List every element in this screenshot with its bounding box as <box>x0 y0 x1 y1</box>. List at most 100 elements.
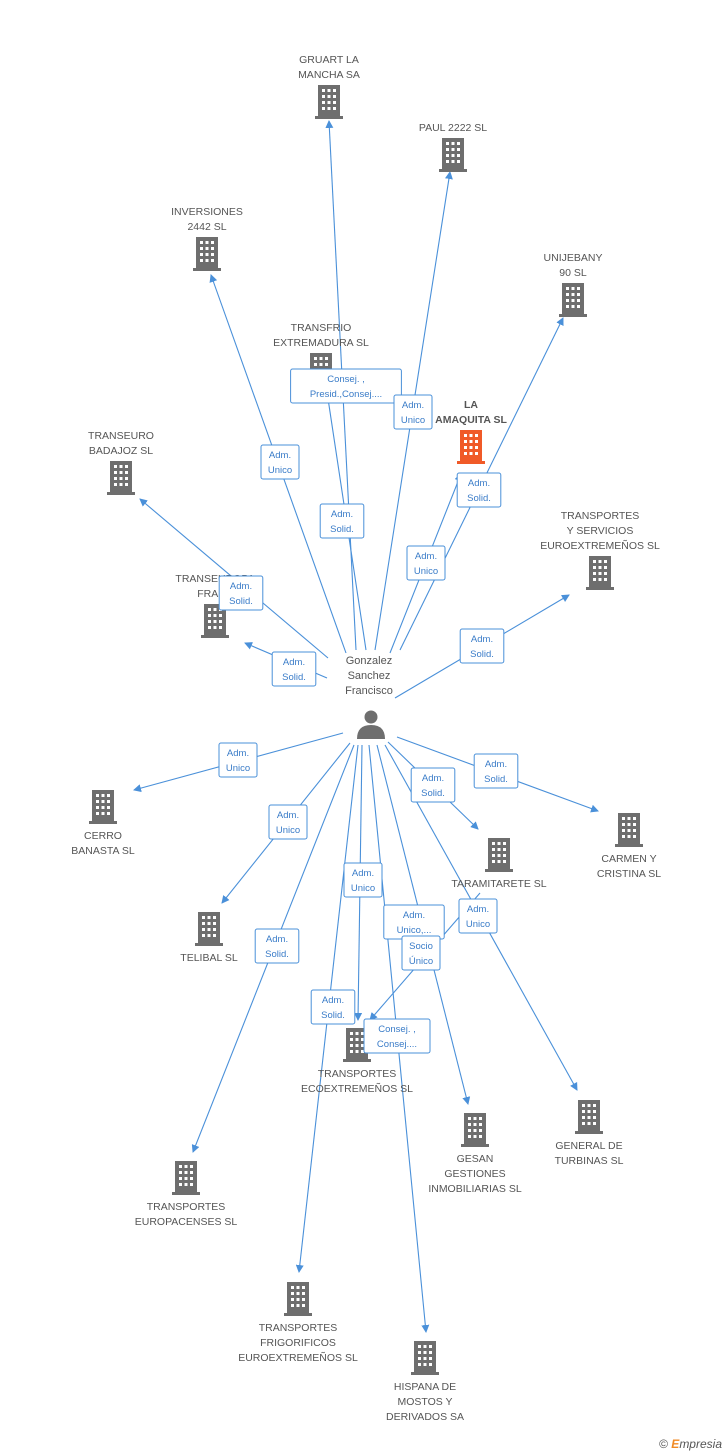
relation-label: Socio <box>409 941 433 952</box>
company-node-transeuro[interactable]: TRANSEURO BADAJOZ SL <box>88 430 154 495</box>
building-icon <box>461 1113 489 1147</box>
company-name-line: 90 SL <box>559 267 587 279</box>
relation-label: Unico <box>268 465 292 476</box>
company-name-line: ECOEXTREMEÑOS SL <box>301 1082 413 1095</box>
company-name-line: BANASTA SL <box>71 845 135 857</box>
empresia-logo[interactable]: © Empresia <box>659 1437 722 1451</box>
relation-box-frame <box>363 1018 431 1054</box>
relation-label: Adm. <box>485 759 507 770</box>
company-node-ecoextremenos[interactable]: TRANSPORTES ECOEXTREMEÑOS SL <box>301 1028 413 1095</box>
company-name-line: TRANSPORTES <box>318 1068 397 1080</box>
relation-box-gruart[interactable]: Consej. ,Presid.,Consej.... <box>290 368 402 404</box>
company-name-line: BADAJOZ SL <box>89 445 153 457</box>
relation-box-transeuro[interactable]: Adm.Solid. <box>218 575 264 611</box>
relation-box-frame <box>343 862 383 898</box>
building-icon <box>107 461 135 495</box>
relation-box-frame <box>319 503 365 539</box>
relation-label: Adm. <box>269 450 291 461</box>
company-name-line: TRANSFRIO <box>291 322 352 334</box>
relation-box-carmen[interactable]: Adm.Solid. <box>473 753 519 789</box>
building-icon <box>315 85 343 119</box>
relation-box-unijebany[interactable]: Adm.Unico <box>406 545 446 581</box>
relation-label: Solid. <box>282 672 306 683</box>
building-icon <box>284 1282 312 1316</box>
relation-box-frigorificos[interactable]: Adm.Solid. <box>310 989 356 1025</box>
building-icon <box>615 813 643 847</box>
company-name-line: EUROPACENSES SL <box>135 1216 238 1228</box>
company-node-paul[interactable]: PAUL 2222 SL <box>419 122 487 172</box>
company-name-line: TRANSEURO <box>88 430 154 442</box>
relation-label: Adm. <box>467 904 489 915</box>
relation-label: Único <box>409 956 433 967</box>
building-icon <box>195 912 223 946</box>
company-name-line: GRUART LA <box>299 54 359 66</box>
relation-label: Unico,... <box>397 925 432 936</box>
building-icon <box>559 283 587 317</box>
company-node-taramitarete[interactable]: TARAMITARETE SL <box>451 838 547 890</box>
relation-box-transervicios[interactable]: Adm.Solid. <box>459 628 505 664</box>
relation-box-taramitarete[interactable]: Adm.Solid. <box>410 767 456 803</box>
relation-label: Consej. , <box>378 1024 416 1035</box>
relation-box-lamaquita[interactable]: Adm.Solid. <box>456 472 502 508</box>
relation-label: Adm. <box>277 810 299 821</box>
company-name-line: TURBINAS SL <box>555 1155 624 1167</box>
relation-label: Adm. <box>403 910 425 921</box>
relation-box-frame <box>310 989 356 1025</box>
relation-box-paul[interactable]: Adm.Unico <box>393 394 433 430</box>
copyright-symbol: © <box>659 1437 668 1451</box>
relation-box-frame <box>268 804 308 840</box>
relation-label: Adm. <box>468 478 490 489</box>
relation-box-ecoextremenos-a[interactable]: Adm. Unico <box>343 862 383 898</box>
building-icon <box>89 790 117 824</box>
relation-box-gesan[interactable]: Adm. Unico,... <box>383 904 445 940</box>
company-name-line: GESAN <box>457 1153 494 1165</box>
relation-box-inversiones[interactable]: Adm. Unico <box>260 444 300 480</box>
relation-box-frame <box>410 767 456 803</box>
relation-label: Adm. <box>415 551 437 562</box>
relation-box-europacenses[interactable]: Adm.Solid. <box>254 928 300 964</box>
relation-label: Unico <box>351 883 375 894</box>
relation-box-frame <box>393 394 433 430</box>
building-icon <box>586 556 614 590</box>
building-icon <box>193 237 221 271</box>
company-name-line: TELIBAL SL <box>180 952 238 964</box>
relation-label: Unico <box>276 825 300 836</box>
relation-box-telibal[interactable]: Adm. Unico <box>268 804 308 840</box>
relation-box-hispana[interactable]: Consej. ,Consej.... <box>363 1018 431 1054</box>
brand-rest: mpresia <box>679 1437 722 1451</box>
relation-label: Adm. <box>352 868 374 879</box>
company-name-line: AMAQUITA SL <box>435 414 507 426</box>
relation-label: Adm. <box>402 400 424 411</box>
company-name-line: CRISTINA SL <box>597 868 661 880</box>
relation-box-transeuropa[interactable]: Adm.Solid. <box>271 651 317 687</box>
relation-label: Adm. <box>422 773 444 784</box>
relation-box-cerro[interactable]: Adm.Unico <box>218 742 258 778</box>
relation-box-frame <box>456 472 502 508</box>
building-icon <box>172 1161 200 1195</box>
relation-label: Adm. <box>227 748 249 759</box>
relation-label: Solid. <box>229 596 253 607</box>
relation-box-transfrio[interactable]: Adm.Solid. <box>319 503 365 539</box>
company-name-line: MOSTOS Y <box>397 1396 452 1408</box>
relation-label: Adm. <box>331 509 353 520</box>
relation-label: Adm. <box>471 634 493 645</box>
company-node-telibal[interactable]: TELIBAL SL <box>180 912 238 964</box>
relation-box-general[interactable]: Adm.Unico <box>458 898 498 934</box>
person-name-line: Gonzalez <box>346 655 392 667</box>
